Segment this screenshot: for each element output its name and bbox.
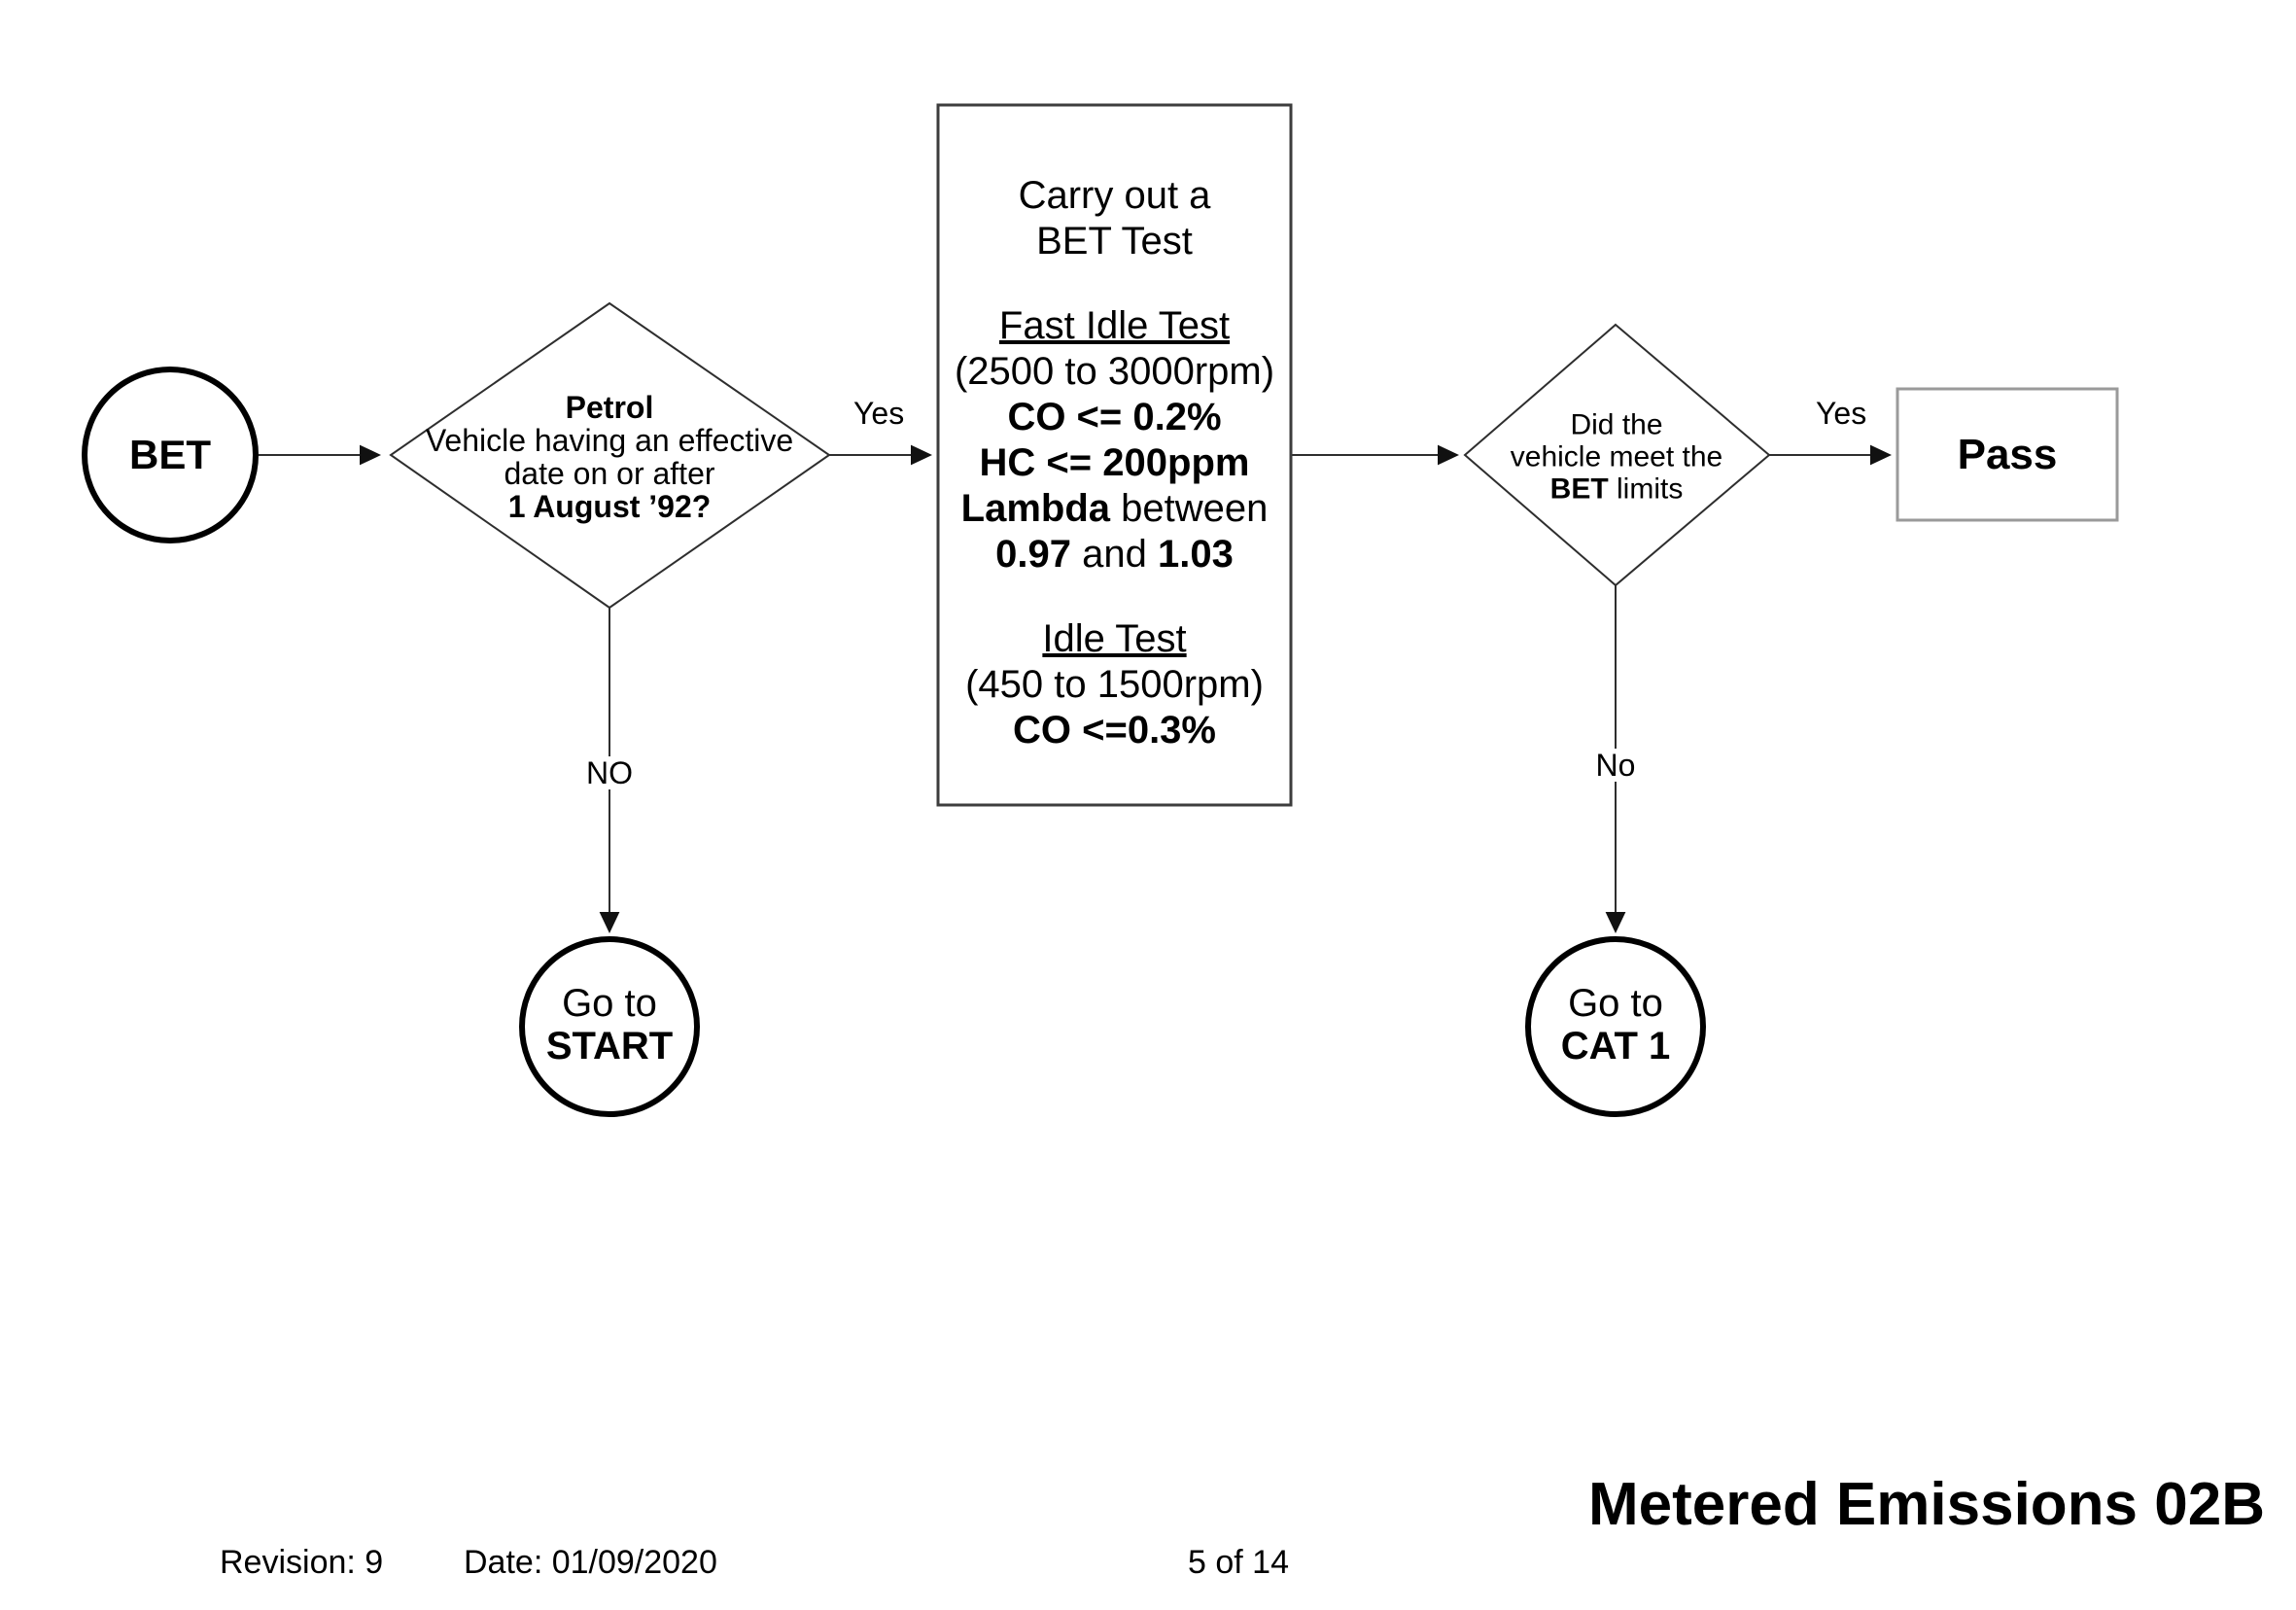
- idle-co-limit: CO <=0.3%: [1012, 709, 1216, 752]
- pass-box-shape: [1896, 387, 2119, 522]
- lambda-line: Lambda between: [960, 487, 1269, 530]
- bet-test-heading-line2: BET Test: [1036, 220, 1193, 262]
- petrol-decision-text: Petrol Vehicle having an effective date …: [376, 391, 843, 523]
- petrol-decision-line2: Vehicle having an effective: [425, 423, 794, 458]
- bet-test-process-text: Carry out a BET Test Fast Idle Test (250…: [938, 105, 1291, 805]
- edge-label-limits-yes: Yes: [1808, 397, 1875, 430]
- lambda-range-line: 0.97 and 1.03: [995, 533, 1234, 576]
- goto-cat1-line1: Go to: [1568, 982, 1663, 1025]
- fast-idle-co-limit: CO <= 0.2%: [1007, 396, 1222, 438]
- page-title: Metered Emissions 02B: [1587, 1471, 2265, 1538]
- fast-idle-title: Fast Idle Test: [998, 304, 1231, 347]
- petrol-decision-line4: 1 August ’92?: [507, 489, 712, 524]
- petrol-decision-line1: Petrol: [565, 390, 654, 425]
- edge-label-limits-no: No: [1587, 749, 1644, 782]
- goto-start-circle-shape: [519, 936, 700, 1117]
- limits-decision-line1: Did the: [1570, 408, 1663, 441]
- limits-decision-line3: BET limits: [1549, 472, 1684, 506]
- edge-label-petrol-no: NO: [578, 756, 641, 789]
- bet-start-circle-shape: [82, 367, 259, 543]
- idle-rpm: (450 to 1500rpm): [965, 663, 1264, 706]
- footer-date: Date: 01/09/2020: [464, 1544, 717, 1581]
- pass-label: Pass: [1957, 431, 2058, 478]
- bet-start-label: BET: [129, 432, 211, 477]
- bet-test-heading-line1: Carry out a: [1018, 174, 1211, 217]
- bet-test-process-box-shape: [936, 103, 1293, 807]
- footer-page-number: 5 of 14: [1188, 1544, 1289, 1581]
- goto-cat1-text: Go to CAT 1: [1561, 982, 1671, 1068]
- goto-start-text: Go to START: [546, 982, 673, 1068]
- goto-start-line2: START: [545, 1025, 674, 1068]
- edge-label-petrol-yes: Yes: [846, 397, 913, 430]
- petrol-decision-diamond-shape: [389, 301, 831, 610]
- footer-revision: Revision: 9: [220, 1544, 384, 1581]
- goto-cat1-circle-shape: [1525, 936, 1706, 1117]
- fast-idle-hc-limit: HC <= 200ppm: [979, 441, 1250, 484]
- limits-decision-line2: vehicle meet the: [1510, 440, 1723, 473]
- limits-decision-text: Did the vehicle meet the BET limits: [1471, 409, 1762, 506]
- goto-cat1-line2: CAT 1: [1560, 1025, 1671, 1068]
- fast-idle-rpm: (2500 to 3000rpm): [954, 350, 1275, 393]
- idle-title: Idle Test: [1042, 617, 1187, 660]
- goto-start-line1: Go to: [562, 982, 657, 1025]
- petrol-decision-line3: date on or after: [504, 456, 715, 491]
- limits-decision-diamond-shape: [1463, 323, 1771, 587]
